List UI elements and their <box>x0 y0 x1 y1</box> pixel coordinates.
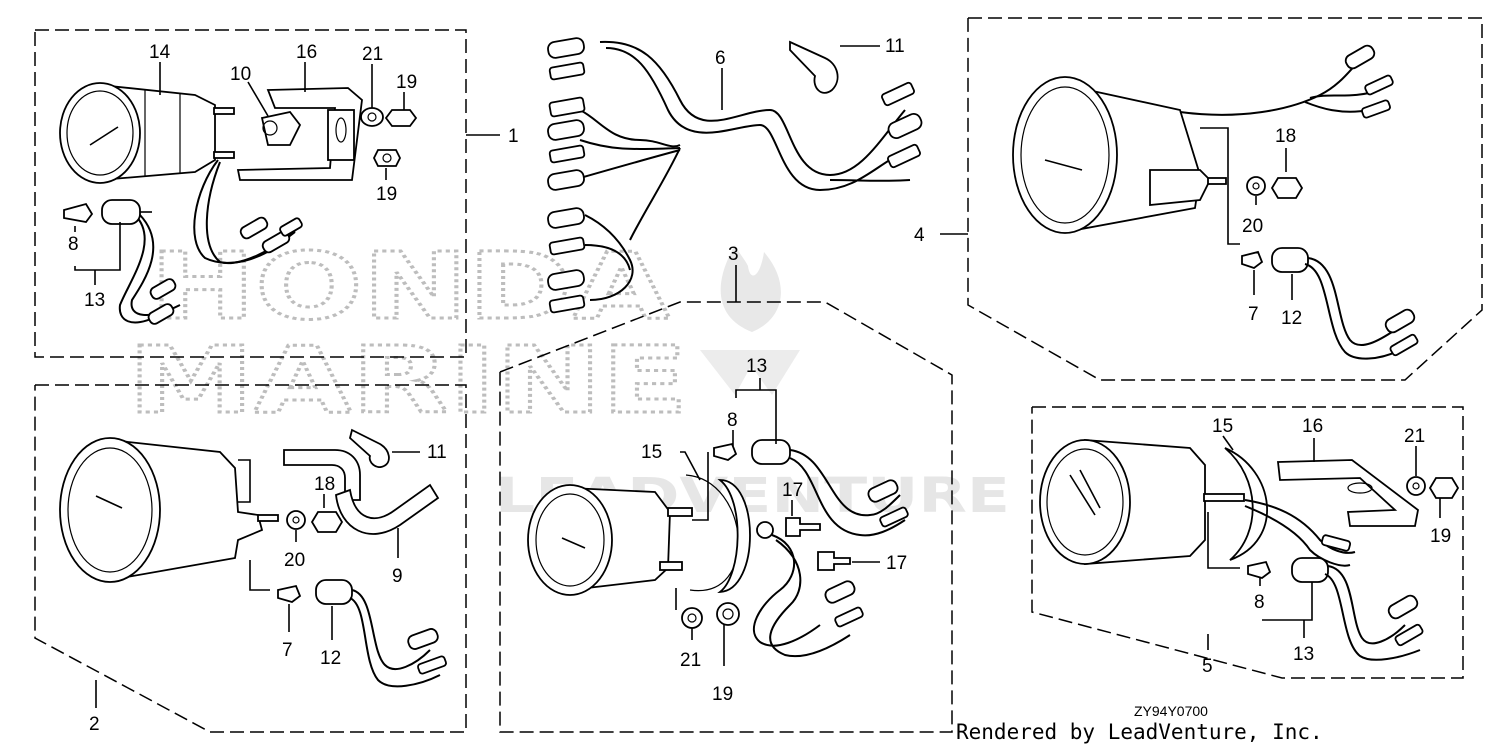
callout-6[interactable]: 6 <box>715 48 726 69</box>
callout-18-box-4[interactable]: 18 <box>1275 126 1296 147</box>
callout-15-box-5[interactable]: 15 <box>1212 416 1233 437</box>
watermark: HONDA MARINE LEADVENTURE <box>127 232 1011 525</box>
callout-1[interactable]: 1 <box>508 126 519 147</box>
callout-19-box-5[interactable]: 19 <box>1430 526 1451 547</box>
gauge-part-5 <box>1039 439 1268 565</box>
callout-13-box-5[interactable]: 13 <box>1293 644 1314 665</box>
gauge-part-4 <box>1012 76 1227 234</box>
callout-7-box-2[interactable]: 7 <box>282 640 293 661</box>
assembly-box-1 <box>34 29 500 358</box>
callout-10[interactable]: 10 <box>230 64 251 85</box>
wire-harness-part-6 <box>547 37 923 314</box>
nut-parts-box-1 <box>360 107 418 167</box>
assembly-box-3 <box>499 265 953 733</box>
callout-13-box-1[interactable]: 13 <box>84 290 105 311</box>
callout-14[interactable]: 14 <box>149 42 171 63</box>
assembly-box-5 <box>1031 406 1464 679</box>
callout-labels: 14 16 10 21 19 19 1 8 13 6 11 3 4 18 20 … <box>68 36 1451 735</box>
credit-text: Rendered by LeadVenture, Inc. <box>956 720 1323 744</box>
bracket-part-16 <box>236 87 363 181</box>
callout-11-box-2[interactable]: 11 <box>427 442 447 463</box>
callout-21-box-5[interactable]: 21 <box>1404 426 1425 447</box>
callout-8-box-5[interactable]: 8 <box>1254 592 1265 613</box>
callout-8-box-1[interactable]: 8 <box>68 234 79 255</box>
callout-17-box-3-upper[interactable]: 17 <box>782 480 803 501</box>
callout-12-box-2[interactable]: 12 <box>320 648 341 669</box>
callout-11-top[interactable]: 11 <box>885 36 905 57</box>
gauge-part-3 <box>527 474 751 596</box>
gauge-part-14 <box>59 82 235 184</box>
callout-21-box-1[interactable]: 21 <box>362 44 383 65</box>
callout-16-box-5[interactable]: 16 <box>1302 416 1323 437</box>
callout-13-box-3[interactable]: 13 <box>746 356 767 377</box>
callout-20-box-4[interactable]: 20 <box>1242 216 1263 237</box>
diagram-code: ZY94Y0700 <box>1134 703 1208 719</box>
callout-17-box-3-lower[interactable]: 17 <box>886 553 907 574</box>
callout-16-box-1[interactable]: 16 <box>296 42 317 63</box>
callout-2[interactable]: 2 <box>89 714 100 735</box>
clip-part-11-top <box>789 40 880 94</box>
assembly-box-2 <box>34 384 467 733</box>
callout-21-box-3[interactable]: 21 <box>680 650 701 671</box>
callout-8-box-3[interactable]: 8 <box>727 410 738 431</box>
callout-3[interactable]: 3 <box>728 244 739 265</box>
callout-19-box-1-lower[interactable]: 19 <box>376 184 397 205</box>
callout-15-box-3[interactable]: 15 <box>641 442 662 463</box>
watermark-marine: MARINE <box>128 327 688 434</box>
callout-20-box-2[interactable]: 20 <box>284 550 305 571</box>
callout-9[interactable]: 9 <box>392 566 403 587</box>
assembly-box-4 <box>940 17 1483 381</box>
callout-18-box-2[interactable]: 18 <box>314 474 335 495</box>
watermark-chevron-icon <box>700 350 800 395</box>
gauge-part-2 <box>59 437 279 583</box>
callout-19-box-3[interactable]: 19 <box>712 684 733 705</box>
callout-4[interactable]: 4 <box>914 225 925 246</box>
callout-5[interactable]: 5 <box>1202 656 1213 677</box>
callout-7-box-4[interactable]: 7 <box>1248 304 1259 325</box>
callout-19-box-1-upper[interactable]: 19 <box>396 72 417 93</box>
callout-12-box-4[interactable]: 12 <box>1281 308 1302 329</box>
watermark-honda: HONDA <box>150 233 670 340</box>
